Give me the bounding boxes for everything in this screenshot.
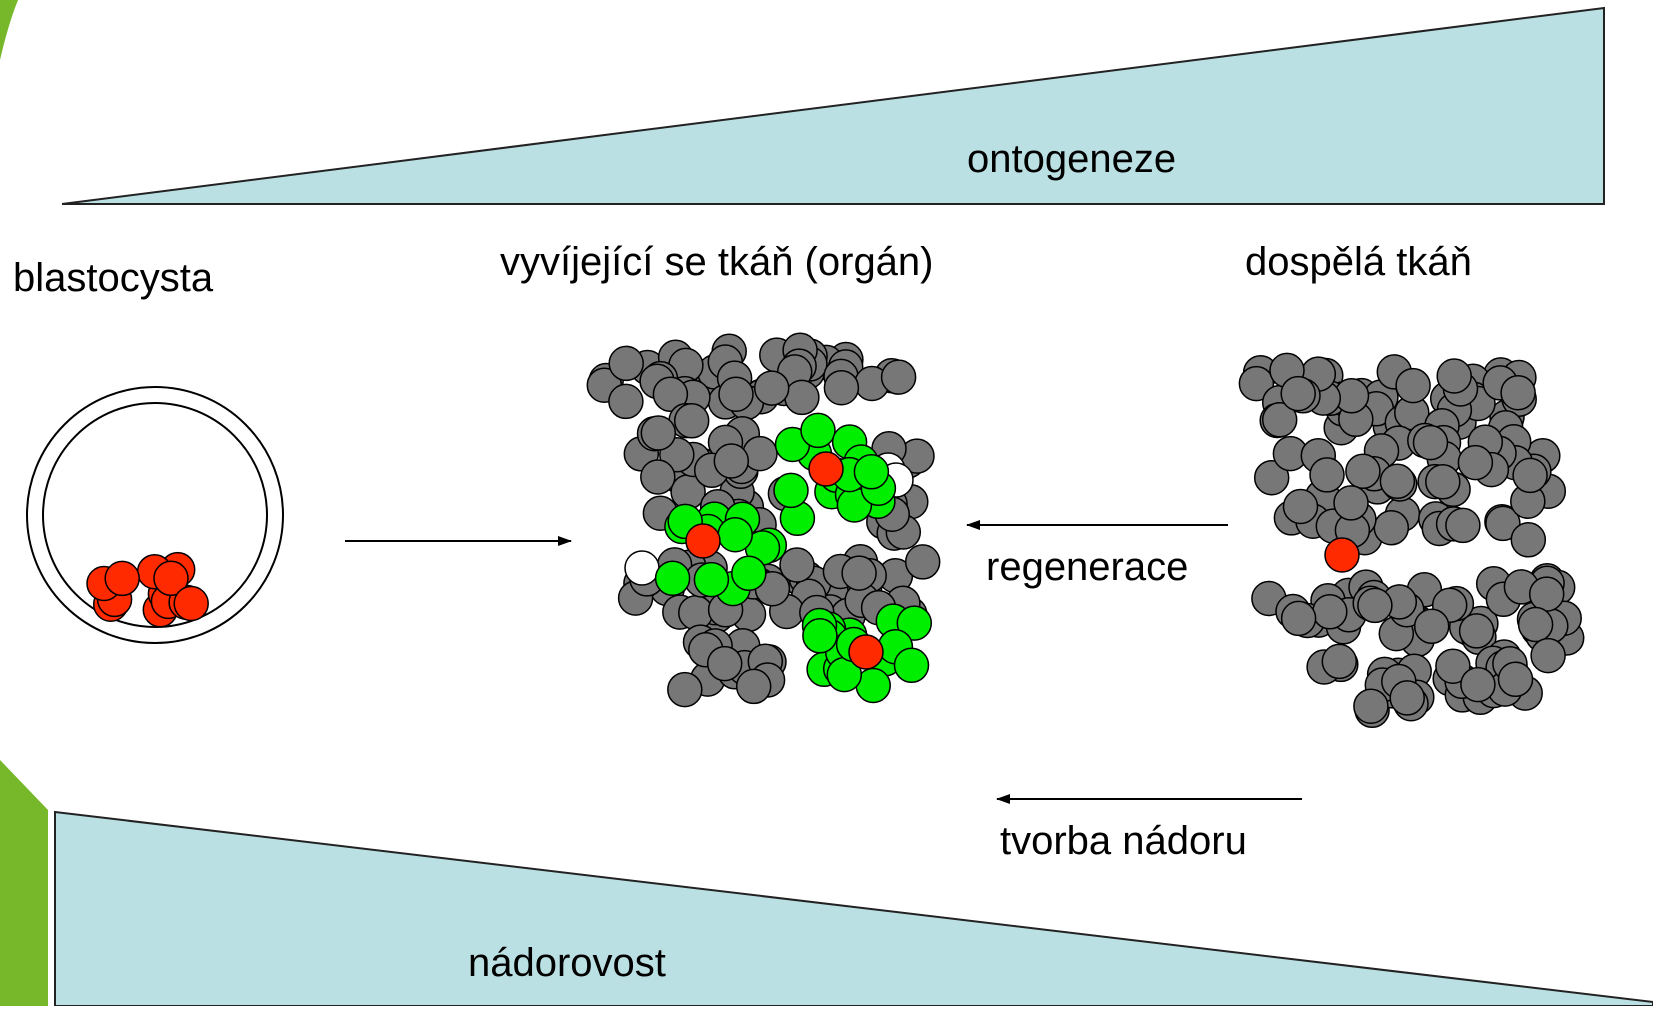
differentiated-cell [706,645,743,682]
progenitor-cell [800,412,836,449]
differentiated-cell [784,379,820,416]
differentiated-cell [1280,600,1317,637]
differentiated-cell [779,547,815,583]
differentiated-cell [1333,485,1369,521]
differentiated-cell [1436,358,1472,394]
differentiated-cell [1309,457,1345,493]
differentiated-cell [1345,453,1381,490]
differentiated-cell [608,383,644,420]
differentiated-cell [1312,594,1348,630]
differentiated-cell [1321,643,1358,680]
progenitor-cell [896,605,933,641]
differentiated-cell [608,345,644,382]
differentiated-cell [1261,402,1298,438]
differentiated-cell [1457,444,1494,481]
differentiated-cell [652,376,689,413]
differentiated-cell [1379,463,1416,500]
differentiated-cell [1485,505,1521,542]
progenitor-cell [693,561,730,598]
stem-cell [848,634,884,670]
differentiated-cell [1458,613,1495,649]
progenitor-cell [802,618,838,654]
tumorigenicity-wedge [54,810,1653,1007]
differentiated-cell [1512,457,1548,494]
adult-tissue-label: dospělá tkáň [1245,240,1472,284]
developing-tissue-label: vyvíjející se tkáň (orgán) [500,240,934,284]
stem-cell [1324,537,1360,573]
differentiated-cell [678,594,714,631]
stem-cell [153,560,189,597]
differentiated-cell [1497,661,1534,698]
progenitor-cell [893,647,930,684]
blastocyst [26,386,284,644]
differentiated-cell [1280,375,1316,412]
differentiated-cell [640,459,676,495]
differentiated-cell [1413,608,1450,645]
progenitor-cell [717,516,753,553]
differentiated-cell [1445,507,1481,544]
differentiated-cell [1353,688,1389,724]
differentiated-cell [735,668,772,705]
differentiated-cell [1389,680,1425,716]
regeneration-label: regenerace [986,545,1188,589]
adult-tissue-cells [1238,352,1585,729]
differentiated-cell [1500,374,1536,411]
differentiated-cell [713,443,750,479]
stem-cell [808,451,844,487]
empty-cell [624,550,660,586]
differentiated-cell [1460,666,1496,703]
differentiated-cell [880,359,917,395]
differentiated-cell [1530,637,1566,674]
stem-cell [685,523,721,559]
ontogeny-label: ontogeneze [967,137,1176,181]
differentiated-cell [1253,459,1290,496]
tumor-formation-label: tvorba nádoru [1000,819,1247,863]
differentiated-cell [1395,367,1431,404]
differentiated-cell [841,555,877,591]
differentiated-cell [823,369,860,406]
differentiated-cell [1510,522,1547,558]
differentiated-cell [1425,464,1461,500]
developing-tissue-cells [586,332,941,708]
differentiated-cell [718,376,754,412]
tumorigenicity-label: nádorovost [468,941,666,985]
differentiated-cell [753,370,790,406]
progenitor-cell [731,555,767,592]
differentiated-cell [1435,648,1471,684]
progenitor-cell [853,454,890,490]
slide-accent-top [0,0,18,60]
slide-accent-bottom [0,760,48,1006]
differentiated-cell [1238,365,1275,402]
differentiated-cell [1528,576,1565,612]
differentiated-cell [640,415,677,451]
progenitor-cell [654,560,691,597]
differentiated-cell [667,671,703,708]
differentiated-cell [1282,488,1319,525]
differentiated-cell [673,403,710,439]
ontogeny-wedge [61,6,1605,205]
blastocyst-label: blastocysta [13,256,214,300]
progenitor-cell [773,472,809,509]
differentiated-cell [1373,509,1410,546]
differentiated-cell [1357,587,1393,624]
stem-cell [104,560,140,597]
differentiated-cell [904,544,941,580]
differentiated-cell [1517,606,1554,643]
stem-cell [173,585,209,622]
inner-cell-mass [86,551,209,628]
differentiated-cell [1412,424,1449,461]
